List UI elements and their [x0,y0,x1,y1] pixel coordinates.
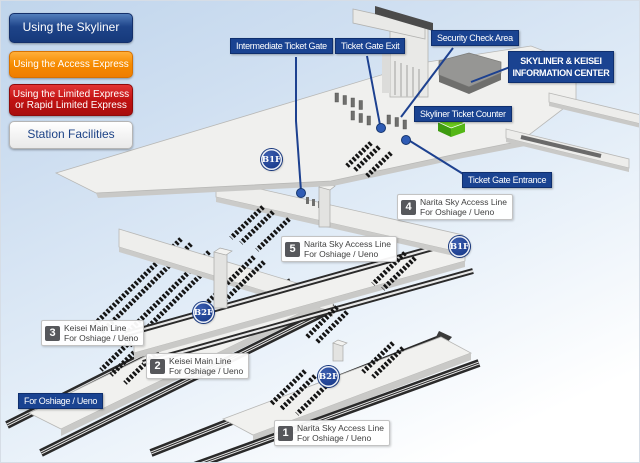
platform-number-badge: 1 [278,425,293,441]
platform-label-1: 1 Narita Sky Access Line For Oshiage / U… [274,420,390,447]
ticket-gate-barriers [334,92,407,130]
callout-information-center: SKYLINER & KEISEI INFORMATION CENTER [508,51,614,84]
sidebar-button-limited-express[interactable]: Using the Limited Express or Rapid Limit… [9,84,133,116]
gate-location-dots [296,123,411,198]
sky-access-b2f-platform-group [149,331,481,462]
concourse-group [54,6,639,198]
pillar [213,251,228,309]
platform-line-name: Keisei Main Line [169,356,232,366]
platform-label-3: 3 Keisei Main Line For Oshiage / Ueno [41,320,145,347]
floor-badge-sky-access-b1f: B1F [449,236,470,257]
information-center-line1: SKYLINER & KEISEI [520,56,602,66]
platform-number-badge: 5 [285,241,300,257]
platform-direction: For Oshiage / Ueno [297,433,372,444]
platform-line-name: Narita Sky Access Line [304,239,391,249]
platform-line-name: Keisei Main Line [64,323,127,333]
platform-direction: For Oshiage / Ueno [304,249,379,260]
floor-badge-sky-access-b2f: B2F [318,366,339,387]
limited-express-line2: or Rapid Limited Express [15,100,127,111]
platform-direction: For Oshiage / Ueno [64,333,139,344]
callout-connector-lines [295,47,511,192]
callout-skyliner-ticket-counter: Skyliner Ticket Counter [414,106,512,122]
platform-direction: For Oshiage / Ueno [420,207,495,218]
callout-intermediate-ticket-gate: Intermediate Ticket Gate [230,38,333,54]
callout-direction-oshiage-ueno: For Oshiage / Ueno [18,393,104,409]
escalator-track1-platform [269,341,405,416]
sidebar-button-skyliner[interactable]: Using the Skyliner [9,13,133,43]
callout-security-check-area: Security Check Area [431,30,519,46]
cross-walkway-upper [215,178,464,258]
floor-badge-concourse-b1f: B1F [261,149,282,170]
platform-number-badge: 3 [45,325,60,341]
escalator-long-shafts [89,237,221,348]
sky-access-b1f-platform-group [125,236,474,366]
pillar [318,186,331,228]
platform-label-4: 4 Narita Sky Access Line For Oshiage / U… [397,194,513,221]
platform-label-5: 5 Narita Sky Access Line For Oshiage / U… [281,236,397,263]
information-center-line2: INFORMATION CENTER [512,68,610,79]
callout-ticket-gate-exit: Ticket Gate Exit [335,38,406,54]
platform-line-name: Narita Sky Access Line [420,197,507,207]
platform-line-name: Narita Sky Access Line [297,423,384,433]
platform-label-2: 2 Keisei Main Line For Oshiage / Ueno [146,353,250,380]
platform-number-badge: 2 [150,358,165,374]
platform-direction: For Oshiage / Ueno [169,366,244,377]
callout-ticket-gate-entrance: Ticket Gate Entrance [462,172,553,188]
sidebar-button-station-facilities[interactable]: Station Facilities [9,121,133,149]
platform-number-badge: 4 [401,199,416,215]
escalator-45-platform [305,251,417,344]
limited-express-line1: Using the Limited Express [12,89,130,100]
sidebar-button-access-express[interactable]: Using the Access Express [9,51,133,78]
floor-badge-keisei-b2f: B2F [193,302,214,323]
